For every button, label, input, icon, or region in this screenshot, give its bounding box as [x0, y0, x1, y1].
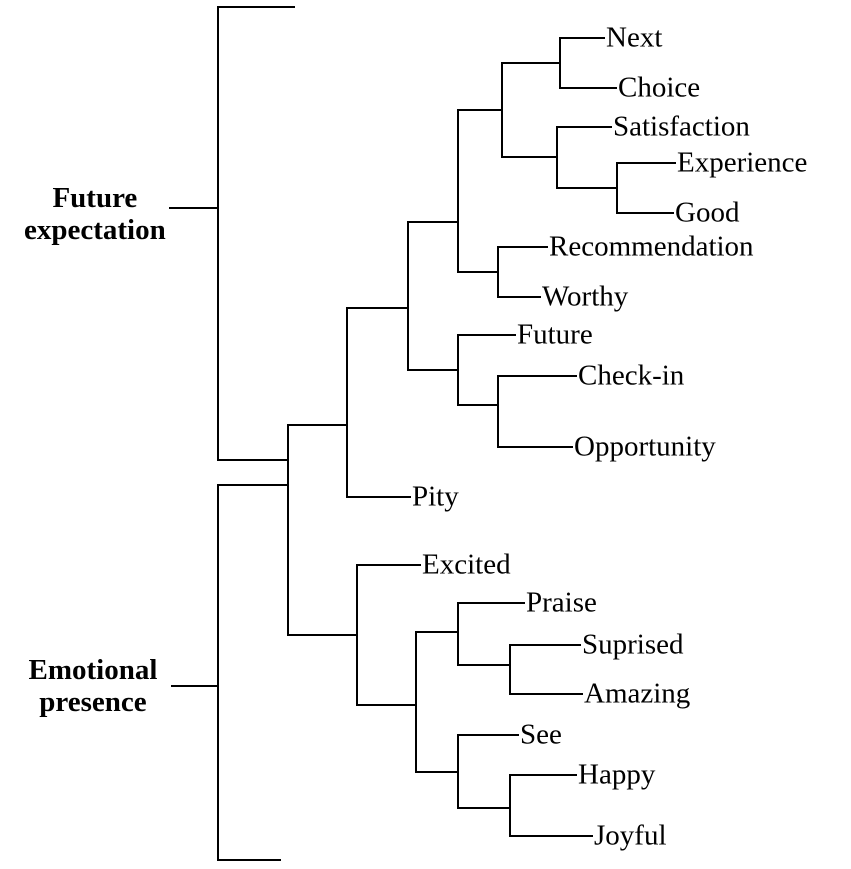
- leaf-label-worthy: Worthy: [542, 280, 629, 313]
- leaf-label-next: Next: [606, 21, 663, 54]
- leaf-label-satisfaction: Satisfaction: [613, 110, 750, 143]
- cluster-label-line: Future: [52, 181, 138, 214]
- cluster-label-line: Emotional: [28, 653, 158, 686]
- leaf-label-checkin: Check-in: [578, 359, 685, 392]
- cluster-label-line: presence: [39, 685, 147, 718]
- cluster-label-future-expectation: Future expectation: [24, 182, 166, 247]
- leaf-label-suprised: Suprised: [582, 628, 684, 661]
- leaf-label-amazing: Amazing: [584, 677, 691, 710]
- leaf-label-praise: Praise: [526, 586, 597, 619]
- cluster-label-emotional-presence: Emotional presence: [29, 654, 158, 719]
- leaf-label-pity: Pity: [412, 480, 459, 513]
- leaf-label-happy: Happy: [578, 758, 656, 791]
- cluster-label-line: expectation: [24, 213, 166, 246]
- leaf-label-good: Good: [675, 196, 740, 229]
- leaf-label-see: See: [520, 718, 562, 751]
- leaf-label-opportunity: Opportunity: [574, 430, 716, 463]
- leaf-label-joyful: Joyful: [594, 819, 667, 852]
- leaf-label-future: Future: [517, 318, 593, 351]
- leaf-label-recommendation: Recommendation: [549, 230, 754, 263]
- leaf-label-choice: Choice: [618, 71, 701, 104]
- leaf-label-excited: Excited: [422, 548, 511, 581]
- leaf-label-experience: Experience: [677, 146, 808, 179]
